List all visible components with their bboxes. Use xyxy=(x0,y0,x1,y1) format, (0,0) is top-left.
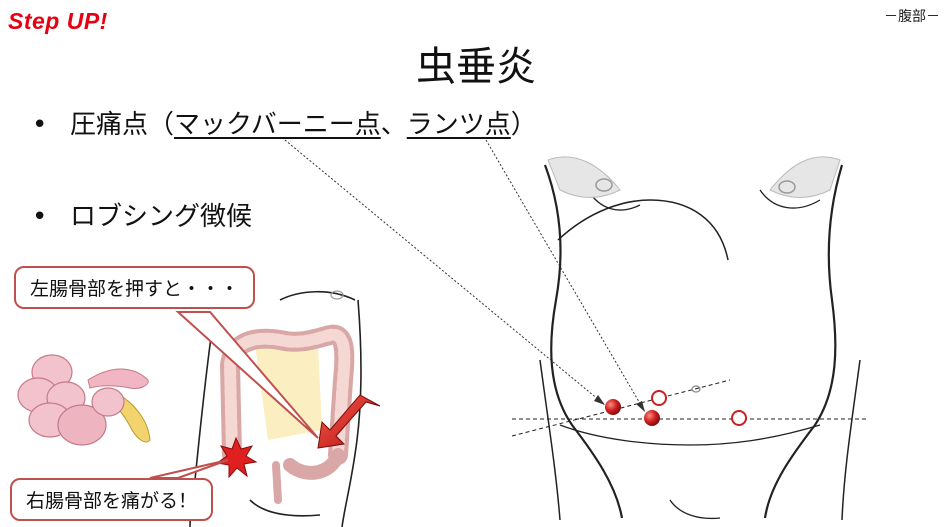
pointer-lines xyxy=(284,139,646,413)
pointer-arrowhead-icon xyxy=(636,401,645,412)
abdomen-outline xyxy=(539,164,861,521)
rovsing-sign-text: ロブシング徴候 xyxy=(70,202,253,232)
nipple-icons xyxy=(595,178,796,194)
bullet-prefix: 圧痛点（ xyxy=(70,110,175,140)
lanz-point-term: ランツ点 xyxy=(406,110,511,140)
step-up-logo: Step UP! xyxy=(8,8,108,34)
shoulder-shading xyxy=(547,156,841,198)
press-arrow-icon xyxy=(317,394,381,449)
appendix-illustration xyxy=(17,354,151,446)
mcburney-point-marker xyxy=(605,399,621,415)
callout-right-pain: 右腸骨部を痛がる！ xyxy=(10,478,214,521)
left-counterpart-marker xyxy=(651,390,667,406)
mcburney-point-term: マックバーニー点 xyxy=(174,110,381,140)
left-lanz-counterpart-marker xyxy=(731,410,747,426)
slide-title: 虫垂炎 xyxy=(416,44,536,90)
bullet-tenderness-points: • 圧痛点（マックバーニー点、ランツ点） xyxy=(32,104,537,141)
lanz-point-marker xyxy=(644,410,660,426)
bullet-dot: • xyxy=(32,110,48,140)
bullet-separator: 、 xyxy=(380,110,407,140)
reference-lines xyxy=(511,379,868,437)
pain-burst-icon xyxy=(215,436,258,479)
bullet-suffix: ） xyxy=(510,110,537,140)
pointer-arrowhead-icon xyxy=(594,395,605,405)
bullet-dot: • xyxy=(32,202,48,232)
bullet-rovsing-sign: • ロブシング徴候 xyxy=(32,196,252,233)
abdomen-fill xyxy=(255,345,322,440)
navel-icon xyxy=(691,385,701,393)
callout-press-left: 左腸骨部を押すと・・・ xyxy=(14,266,256,309)
section-label: －腹部－ xyxy=(884,9,940,25)
callout-tail-right xyxy=(149,459,229,479)
small-nipple-icon xyxy=(330,290,344,300)
callout-tail-left xyxy=(175,311,319,439)
